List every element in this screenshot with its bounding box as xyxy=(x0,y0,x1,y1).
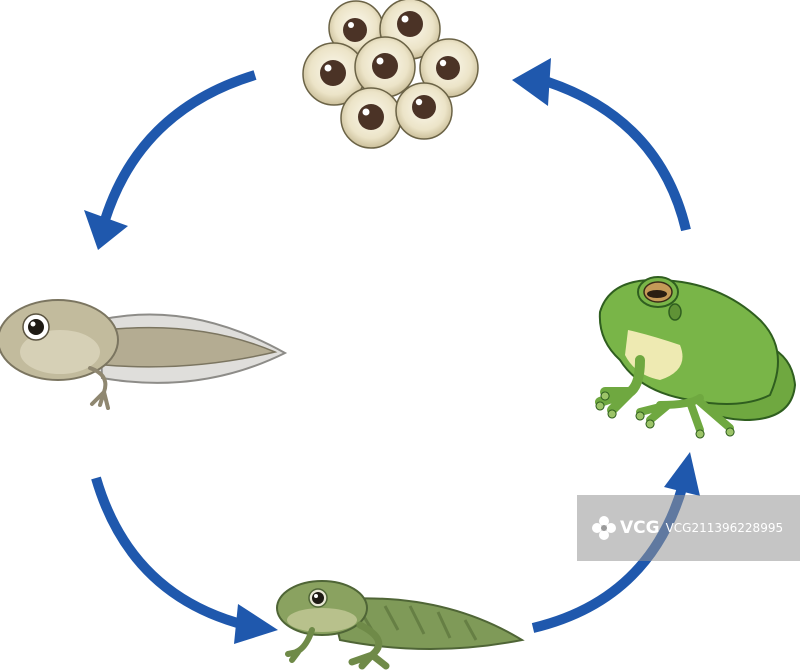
egg xyxy=(302,42,366,106)
tadpole xyxy=(0,299,288,410)
watermark: VCG VCG211396228995 xyxy=(577,495,800,561)
watermark-id: VCG211396228995 xyxy=(665,521,784,535)
arrow-tadpole-to-froglet xyxy=(91,476,278,644)
watermark-logo: VCG xyxy=(591,515,660,541)
egg xyxy=(395,82,453,140)
frog-body xyxy=(598,278,779,405)
vcg-flower-icon xyxy=(592,516,616,540)
frog-eggs-cluster xyxy=(302,0,479,149)
froglet-hind-leg xyxy=(348,621,390,670)
egg xyxy=(354,36,416,98)
arrow-frog-to-eggs xyxy=(512,58,691,232)
tadpole-hind-leg xyxy=(88,366,110,410)
frog-hind-foot xyxy=(636,394,734,434)
adult-frog xyxy=(595,276,797,439)
froglet-front-leg xyxy=(285,627,315,663)
egg xyxy=(419,38,479,98)
arrow-eggs-to-tadpole xyxy=(84,70,257,250)
watermark-logo-text: VCG xyxy=(620,518,660,538)
froglet xyxy=(276,580,525,670)
egg xyxy=(340,87,402,149)
